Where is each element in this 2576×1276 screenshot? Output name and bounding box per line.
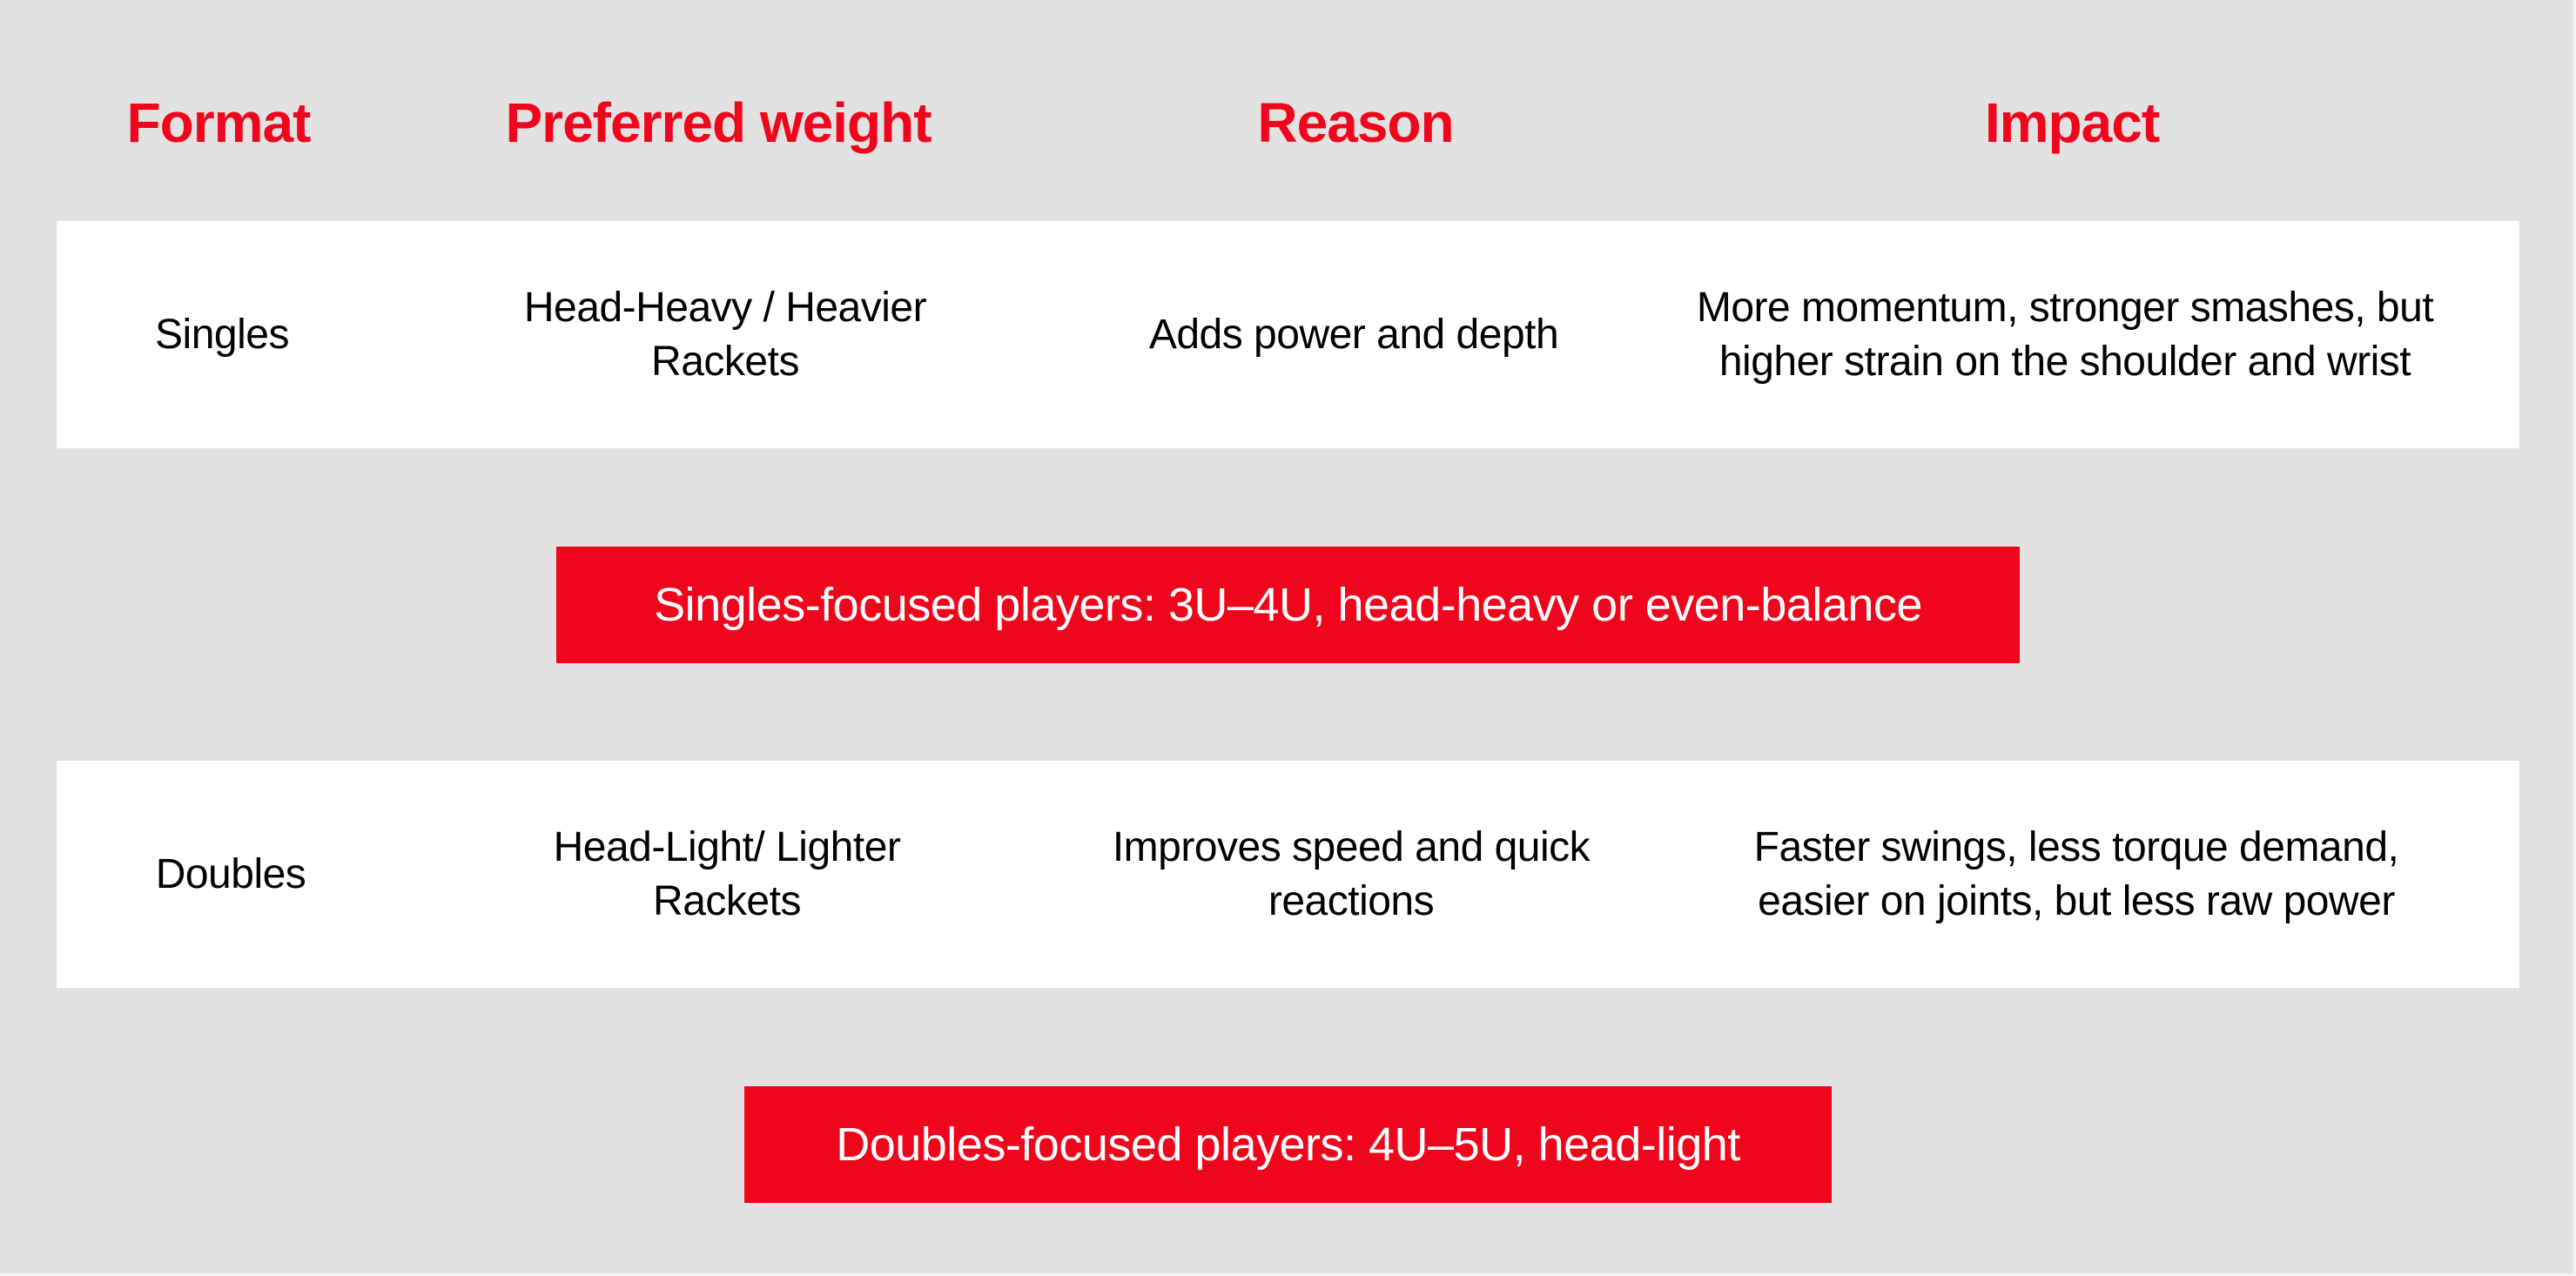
cell-preferred-weight: Head-Heavy / Heavier Rackets — [523, 284, 927, 385]
column-header-preferred-weight: Preferred weight — [505, 91, 932, 154]
table-row-doubles: Doubles Head-Light/ Lighter Rackets Impr… — [57, 761, 2519, 988]
column-header-impact: Impact — [1984, 91, 2160, 154]
cell-impact: More momentum, stronger smashes, but hig… — [1696, 284, 2434, 385]
column-header-reason: Reason — [1257, 91, 1454, 154]
column-header-format: Format — [126, 91, 312, 154]
cell-reason: Improves speed and quick reactions — [1112, 823, 1591, 924]
singles-recommendation-banner: Singles-focused players: 3U–4U, head-hea… — [556, 547, 2020, 663]
table-row-singles: Singles Head-Heavy / Heavier Rackets Add… — [57, 221, 2519, 448]
cell-format: Doubles — [155, 850, 306, 897]
cell-impact: Faster swings, less torque demand, easie… — [1753, 823, 2399, 924]
cell-format: Singles — [155, 311, 289, 358]
cell-preferred-weight: Head-Light/ Lighter Rackets — [553, 823, 901, 924]
cell-reason: Adds power and depth — [1148, 311, 1559, 358]
doubles-recommendation-banner: Doubles-focused players: 4U–5U, head-lig… — [744, 1086, 1832, 1203]
